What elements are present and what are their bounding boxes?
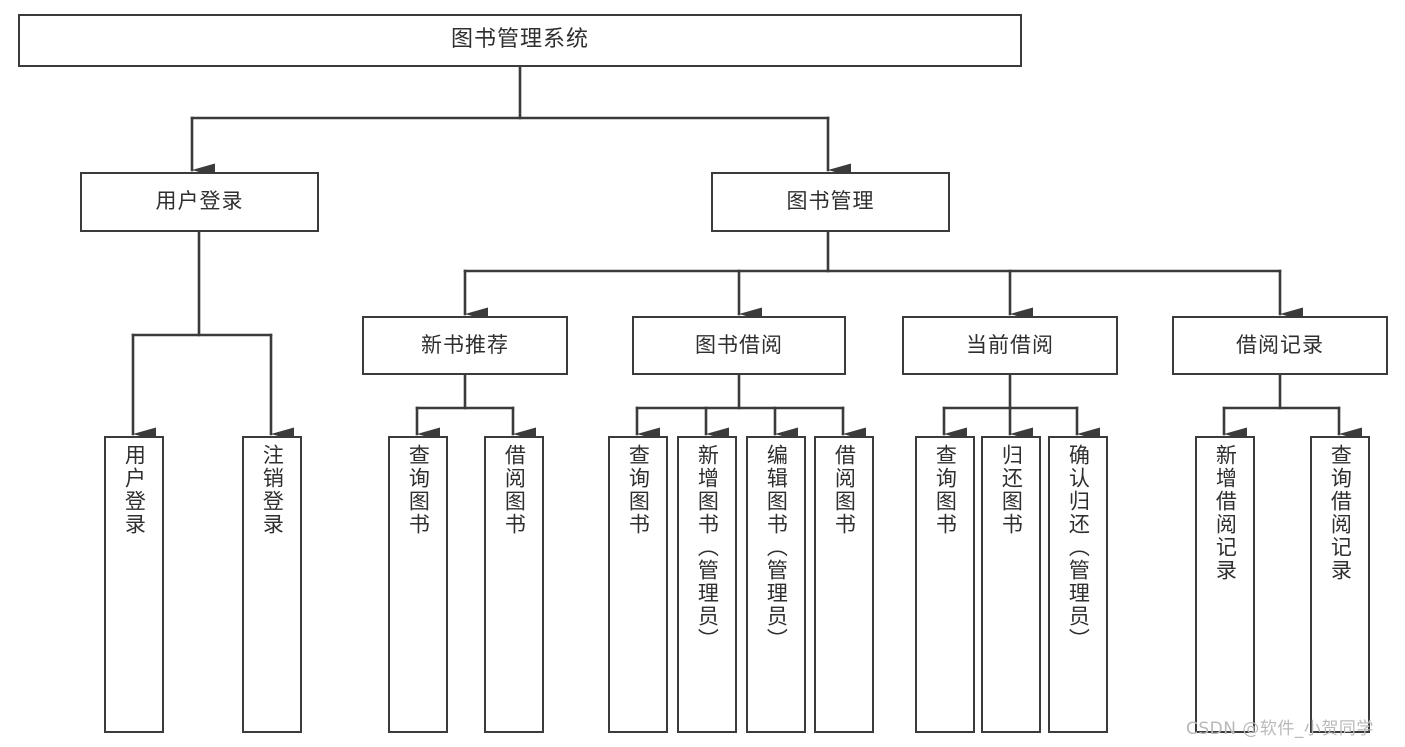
leaf-book-borrow-3[interactable]: 借阅图书 xyxy=(814,436,874,733)
leaf-label: 查询图书 xyxy=(406,444,431,536)
node-borrow-record-label: 借阅记录 xyxy=(1236,332,1324,357)
leaf-new-book-recommend-1[interactable]: 借阅图书 xyxy=(484,436,544,733)
leaf-label: 确认归还（管理员） xyxy=(1066,444,1091,651)
node-user-login-label: 用户登录 xyxy=(155,189,244,214)
leaf-label: 借阅图书 xyxy=(502,444,527,536)
leaf-user-login-1[interactable]: 注销登录 xyxy=(242,436,302,733)
node-book-borrow-label: 图书借阅 xyxy=(695,332,783,357)
node-borrow-record[interactable]: 借阅记录 xyxy=(1172,316,1388,375)
node-book-manage-label: 图书管理 xyxy=(786,189,875,214)
leaf-label: 查询图书 xyxy=(626,444,651,536)
node-root-label: 图书管理系统 xyxy=(450,27,589,53)
leaf-label: 借阅图书 xyxy=(832,444,857,536)
leaf-label: 查询借阅记录 xyxy=(1328,444,1353,582)
leaf-book-borrow-2[interactable]: 编辑图书（管理员） xyxy=(746,436,806,733)
node-current-borrow[interactable]: 当前借阅 xyxy=(902,316,1118,375)
leaf-label: 新增图书（管理员） xyxy=(695,444,720,651)
leaf-borrow-record-1[interactable]: 查询借阅记录 xyxy=(1310,436,1370,733)
node-book-borrow[interactable]: 图书借阅 xyxy=(632,316,846,375)
leaf-user-login-0[interactable]: 用户登录 xyxy=(104,436,164,733)
leaf-book-borrow-0[interactable]: 查询图书 xyxy=(608,436,668,733)
node-new-book-recommend[interactable]: 新书推荐 xyxy=(362,316,568,375)
leaf-book-borrow-1[interactable]: 新增图书（管理员） xyxy=(677,436,737,733)
leaf-new-book-recommend-0[interactable]: 查询图书 xyxy=(388,436,448,733)
node-new-book-recommend-label: 新书推荐 xyxy=(421,332,509,357)
node-book-manage[interactable]: 图书管理 xyxy=(711,172,950,232)
leaf-label: 用户登录 xyxy=(122,444,147,536)
leaf-label: 查询图书 xyxy=(933,444,958,536)
leaf-current-borrow-1[interactable]: 归还图书 xyxy=(981,436,1041,733)
leaf-label: 编辑图书（管理员） xyxy=(764,444,789,651)
watermark: CSDN @软件_小贺同学 xyxy=(1186,719,1374,739)
leaf-current-borrow-0[interactable]: 查询图书 xyxy=(915,436,975,733)
node-root[interactable]: 图书管理系统 xyxy=(18,14,1022,67)
leaf-label: 新增借阅记录 xyxy=(1213,444,1238,582)
leaf-borrow-record-0[interactable]: 新增借阅记录 xyxy=(1195,436,1255,733)
leaf-label: 归还图书 xyxy=(999,444,1024,536)
leaf-label: 注销登录 xyxy=(260,444,285,536)
node-user-login[interactable]: 用户登录 xyxy=(80,172,319,232)
leaf-current-borrow-2[interactable]: 确认归还（管理员） xyxy=(1048,436,1108,733)
node-current-borrow-label: 当前借阅 xyxy=(966,332,1054,357)
